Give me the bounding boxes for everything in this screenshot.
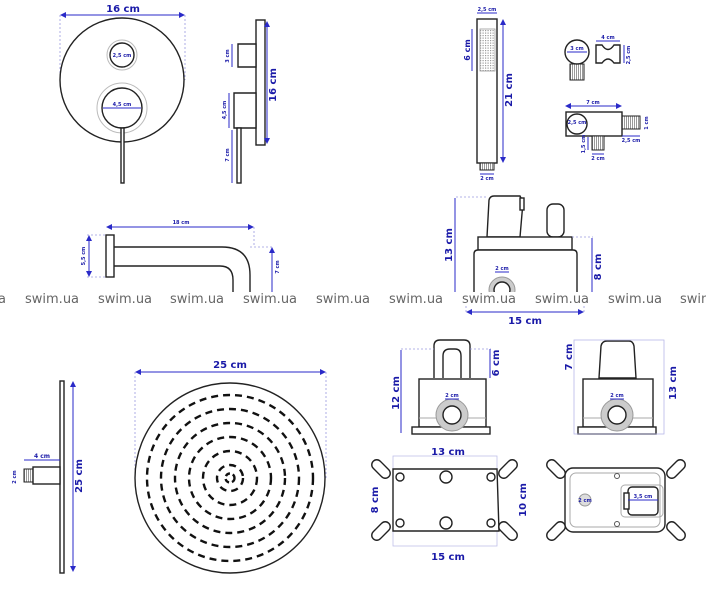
- hand-shower-width-label: 2,5 cm: [478, 7, 497, 13]
- watermark-row: swim.ua swim.ua swim.ua swim.ua swim.ua …: [0, 292, 706, 307]
- arm-length-label: 4 cm: [34, 453, 50, 460]
- spray-length-label: 6 cm: [463, 39, 472, 60]
- spout-view: 18 cm 5,5 cm 7 cm: [81, 220, 281, 292]
- thread-length-label: 2,5 cm: [622, 138, 641, 144]
- watermark-text: swim.ua: [25, 292, 79, 307]
- watermark-text: swim.ua: [98, 292, 152, 307]
- upper-block-label: 3 cm: [225, 49, 231, 62]
- box-a-height-label: 12 cm: [391, 376, 402, 410]
- plate-a-inner-width-label: 13 cm: [431, 447, 465, 458]
- holder-width-label: 4 cm: [601, 35, 614, 41]
- valve-width-dimension: 15 cm: [465, 306, 585, 327]
- plate-b-square-label: 3,5 cm: [634, 494, 653, 500]
- plate-b-outlet-label: 2 cm: [578, 498, 591, 504]
- bottom-thread-diameter-label: 2 cm: [591, 156, 604, 162]
- valve-width-label: 15 cm: [508, 316, 542, 327]
- outlet-elbow-view: 7 cm 2,5 cm 1 cm 2,5 cm 1,5 cm 2 cm: [565, 100, 650, 162]
- watermark-text: swim.ua: [462, 292, 516, 307]
- small-knob-label: 2,5 cm: [113, 53, 132, 59]
- plate-a-outer-height-label: 10 cm: [518, 483, 529, 517]
- watermark-text: swim.ua: [535, 292, 589, 307]
- box-b-top-label: 7 cm: [564, 344, 575, 371]
- holder-height-label: 2,5 cm: [626, 46, 632, 65]
- watermark-text: swim.ua: [170, 292, 224, 307]
- shower-head-diameter-label: 25 cm: [213, 360, 247, 371]
- box-a-outlet-label: 2 cm: [445, 393, 458, 399]
- box-b-outlet-label: 2 cm: [610, 393, 623, 399]
- watermark-text: swim.ua: [0, 292, 6, 307]
- hand-shower-length-label: 21 cm: [504, 73, 515, 107]
- spout-length-label: 18 cm: [173, 220, 190, 226]
- mixer-height-label: 16 cm: [268, 68, 279, 102]
- valve-outlet-label: 2 cm: [495, 266, 508, 272]
- connector-label: 2 cm: [480, 176, 493, 182]
- hand-shower-view: 2,5 cm 6 cm 21 cm 2 cm: [463, 7, 515, 182]
- spout-drop-label: 7 cm: [275, 260, 281, 273]
- spout-plate-label: 5,5 cm: [81, 247, 87, 266]
- shower-head-view: 25 cm: [134, 360, 327, 574]
- valve-height-label: 13 cm: [444, 228, 455, 262]
- watermark-text: swim.ua: [680, 292, 706, 307]
- watermark-text: swim.ua: [316, 292, 370, 307]
- elbow-width-label: 7 cm: [586, 100, 599, 106]
- box-a-top-label: 6 cm: [491, 350, 502, 377]
- plate-length-label: 25 cm: [74, 459, 85, 493]
- lower-block-label: 4,5 cm: [222, 101, 228, 120]
- mixer-width-label: 16 cm: [106, 4, 140, 15]
- holder-ring-label: 3 cm: [570, 46, 583, 52]
- bottom-thread-length-label: 1,5 cm: [581, 135, 587, 154]
- large-knob-label: 4,5 cm: [113, 102, 132, 108]
- shower-arm-side-view: 4 cm 2 cm 25 cm: [12, 380, 85, 574]
- watermark-text: swim.ua: [243, 292, 297, 307]
- watermark-text: swim.ua: [389, 292, 443, 307]
- valve-box-b-view: 2 cm 7 cm 13 cm: [564, 339, 679, 435]
- plate-a-inner-height-label: 8 cm: [370, 487, 381, 514]
- arm-diameter-label: 2 cm: [12, 470, 18, 483]
- lever-label: 7 cm: [225, 148, 231, 161]
- mounting-plate-a-view: 13 cm 8 cm 10 cm 15 cm: [370, 447, 529, 563]
- mixer-side-view: 16 cm 3 cm 4,5 cm 7 cm: [222, 19, 279, 184]
- plate-a-outer-width-label: 15 cm: [431, 552, 465, 563]
- box-b-height-label: 13 cm: [668, 366, 679, 400]
- mounting-plate-b-view: 2 cm 3,5 cm: [546, 459, 686, 541]
- watermark-text: swim.ua: [608, 292, 662, 307]
- valve-box-view: 13 cm 8 cm 2 cm: [444, 195, 604, 304]
- valve-box-a-view: 2 cm 12 cm 6 cm: [391, 339, 502, 435]
- thread-diameter-label: 1 cm: [644, 116, 650, 129]
- valve-body-label: 8 cm: [593, 254, 604, 281]
- elbow-ring-label: 2,5 cm: [568, 120, 587, 126]
- mixer-front-view: 16 cm 2,5 cm 4,5 cm: [59, 4, 186, 184]
- shower-holder-view: 3 cm 4 cm 2,5 cm: [564, 35, 632, 81]
